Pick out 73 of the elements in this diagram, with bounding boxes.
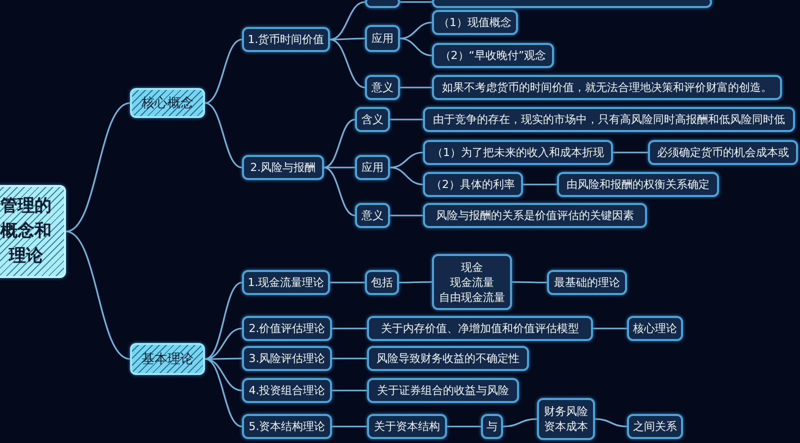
term-label: 资本成本	[544, 419, 588, 434]
connector-line	[332, 328, 367, 330]
term-label: 自由现金流量	[439, 290, 505, 304]
connector-line	[390, 214, 423, 216]
topic-box: （1）现值概念	[432, 10, 518, 35]
topic-box: 包括	[365, 270, 399, 295]
topic-box: 风险导致财务收益的不确定性	[367, 346, 529, 371]
connector-line	[594, 418, 628, 428]
topic-box: （1）为了把未来的收入和成本折现	[423, 140, 613, 165]
term-label: 现金流量	[450, 274, 494, 290]
connector-line	[400, 38, 432, 56]
central-topic-box: 管理的概念和理论	[0, 185, 66, 278]
connector-line	[324, 118, 356, 168]
topic-box: 风险与报酬的关系是价值评估的关键因素	[423, 203, 647, 228]
topic-box: 意义	[365, 75, 400, 100]
topic-box: 2.风险与报酬	[242, 155, 324, 180]
connector-line	[66, 102, 130, 232]
topic-box	[432, 254, 512, 310]
connector-line	[332, 358, 367, 360]
connector-line	[324, 166, 355, 168]
term-label: 财务风险	[544, 404, 588, 419]
topic-box: 2.价值评估理论	[242, 316, 332, 341]
branch-box: 核心概念	[130, 88, 205, 118]
connector-line	[205, 358, 242, 360]
topic-box: （2）“早收晚付”观念	[432, 43, 554, 68]
topic-box: 由风险和报酬的权衡关系确定	[557, 172, 719, 197]
connector-line	[204, 358, 242, 428]
topic-box: 之间关系	[627, 414, 683, 439]
connector-line	[330, 282, 365, 284]
topic-box	[537, 398, 595, 440]
connector-line	[447, 426, 481, 428]
topic-box: 核心理论	[627, 316, 683, 341]
connector-line	[613, 152, 648, 154]
connector-line	[390, 152, 424, 168]
connector-line	[330, 38, 366, 88]
topic-box: 关于内存价值、净增加值和价值评估模型	[367, 316, 593, 341]
topic-box: 关于证券组合的收益与风险	[367, 378, 519, 403]
connector-line	[332, 390, 367, 392]
branch-box: 基本理论	[130, 343, 205, 375]
connector-line	[204, 38, 242, 104]
connector-line	[593, 328, 627, 330]
topic-box: 1.现金流量理论	[242, 270, 330, 295]
topic-box: 3.风险评估理论	[242, 346, 332, 371]
term-label: 现金	[461, 260, 483, 274]
topic-box: 与	[481, 414, 503, 439]
connector-line	[324, 166, 356, 216]
topic-box: 5.资本结构理论	[242, 414, 332, 439]
connector-line	[512, 281, 547, 284]
topic-box: 4.投资组合理论	[242, 378, 332, 403]
topic-box: 由于竞争的存在，现实的市场中，只有高风险同时高报酬和低风险同时低	[423, 107, 795, 132]
topic-box: 应用	[355, 155, 390, 180]
topic-box: 最基础的理论	[547, 270, 627, 295]
topic-box: 关于资本结构	[367, 414, 447, 439]
connector-line	[204, 102, 242, 168]
connector-line	[390, 166, 424, 186]
connector-line	[400, 22, 432, 40]
topic-box: 应用	[365, 25, 400, 52]
connector-line	[390, 118, 423, 120]
connector-line	[400, 1, 432, 3]
topic-box: 含义	[355, 107, 390, 132]
connector-line	[400, 86, 432, 88]
topic-box: （2）具体的利率	[423, 172, 523, 197]
topic-box: 必须确定货币的机会成本或	[648, 140, 798, 165]
connector-line	[399, 281, 432, 284]
topic-box: 1.货币时间价值	[242, 27, 330, 52]
connector-line	[330, 38, 365, 40]
connector-line	[502, 418, 538, 428]
connector-line	[204, 282, 242, 360]
connector-line	[66, 230, 130, 360]
connector-line	[332, 426, 367, 428]
topic-box: 意义	[355, 203, 390, 228]
topic-box: 如果不考虑货币的时间价值，就无法合理地决策和评价财富的创造。	[432, 75, 782, 100]
connector-line	[523, 184, 557, 186]
